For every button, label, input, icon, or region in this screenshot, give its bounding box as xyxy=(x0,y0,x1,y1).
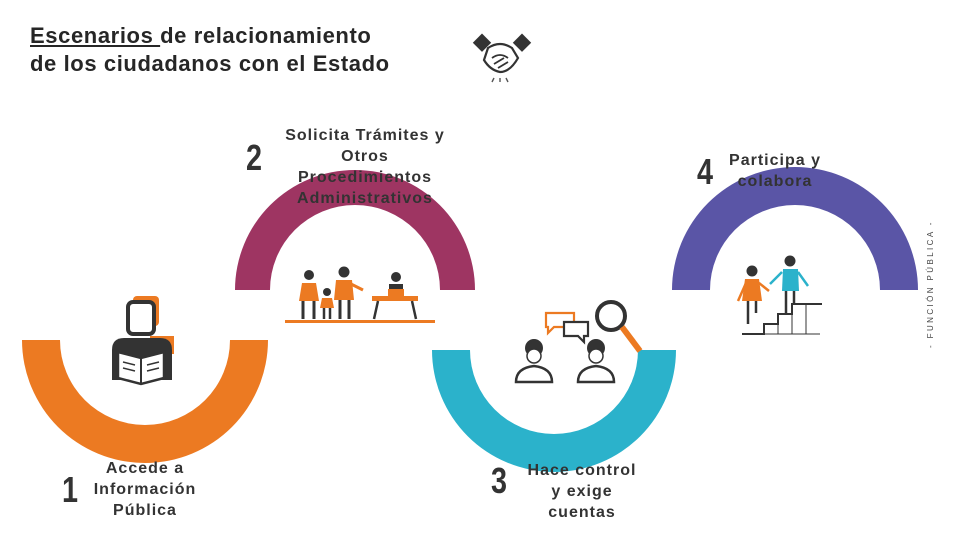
step-label-3-line: Hace control xyxy=(512,460,652,481)
people-chat-search-icon xyxy=(516,302,640,382)
step-number-3: 3 xyxy=(491,463,507,499)
step-label-2-line: Solicita Trámites y xyxy=(270,125,460,146)
step-label-4-line: colabora xyxy=(715,171,835,192)
step-label-4-line: Participa y xyxy=(715,150,835,171)
arc-step-3 xyxy=(432,350,676,472)
step-label-3-line: y exige xyxy=(512,481,652,502)
step-label-4: Participa y colabora xyxy=(715,150,835,192)
step-label-2-line: Administrativos xyxy=(270,188,460,209)
step-label-3: Hace control y exige cuentas xyxy=(512,460,652,523)
people-at-counter-icon xyxy=(285,267,435,324)
step-number-4: 4 xyxy=(697,154,713,190)
step-label-3-line: cuentas xyxy=(512,502,652,523)
step-label-1: Accede a Información Pública xyxy=(70,458,220,521)
step-label-2-line: Otros xyxy=(270,146,460,167)
step-label-1-line: Información xyxy=(70,479,220,500)
people-climbing-stairs-icon xyxy=(738,256,822,335)
side-label-text: - FUNCIÓN PÚBLICA - xyxy=(926,220,935,348)
step-label-2: Solicita Trámites y Otros Procedimientos… xyxy=(270,125,460,209)
person-reading-icon xyxy=(112,296,174,384)
step-label-1-line: Accede a xyxy=(70,458,220,479)
step-label-1-line: Pública xyxy=(70,500,220,521)
step-label-2-line: Procedimientos xyxy=(270,167,460,188)
step-number-2: 2 xyxy=(246,140,262,176)
handshake-icon xyxy=(473,34,531,82)
